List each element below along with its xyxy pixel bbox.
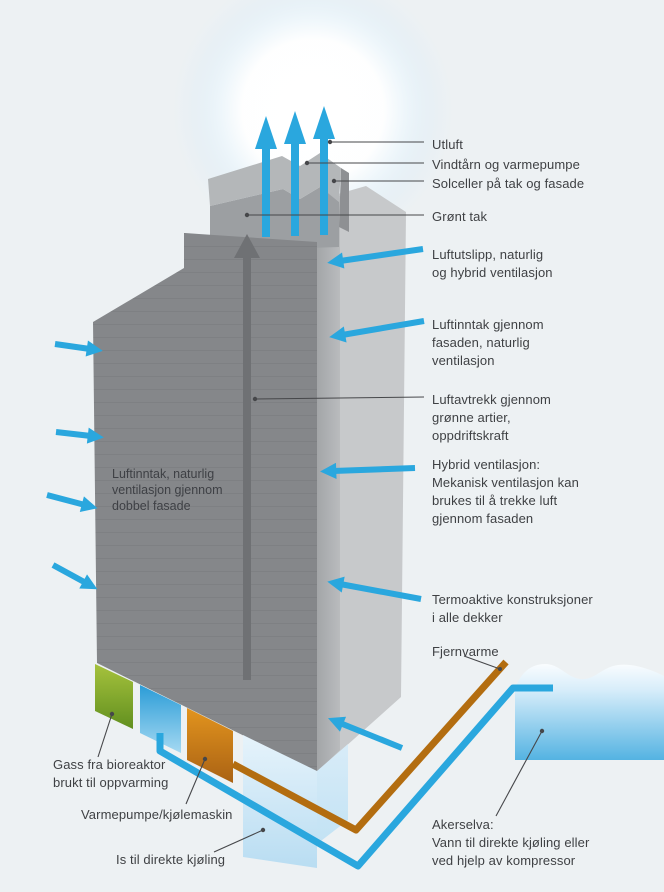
facade-arrow-right-2 [329, 318, 425, 343]
label-luftutslipp: Luftutslipp, naturlig og hybrid ventilas… [432, 247, 553, 280]
heat-pump-panel [187, 708, 233, 783]
label-akerselva: Akerselva: Vann til direkte kjøling elle… [432, 817, 590, 868]
label-utluft: Utluft [432, 137, 463, 152]
label-luftavtrekk: Luftavtrekk gjennom grønne artier, oppdr… [432, 392, 551, 443]
label-varmepumpe: Varmepumpe/kjølemaskin [81, 807, 233, 822]
intake-arrow-left-4 [51, 562, 98, 590]
facade-arrow-right-4 [327, 576, 422, 602]
label-gass-bioreaktor: Gass fra bioreaktor brukt til oppvarming [53, 757, 169, 790]
exhaust-arrow-1 [255, 116, 277, 237]
intake-arrow-left-3 [46, 492, 98, 513]
blue-energy-panel [140, 685, 181, 753]
label-luftinntak-dobbel-fasade: Luftinntak, naturlig ventilasjon gjennom… [112, 467, 223, 513]
district-heating-pipe [231, 659, 509, 834]
label-termoaktive: Termoaktive konstruksjoner i alle dekker [432, 592, 593, 625]
river-water [515, 664, 664, 760]
wind-tower-side [339, 168, 349, 232]
river-water-pipe [156, 684, 553, 870]
updraft-arrow [234, 234, 260, 680]
intake-arrow-left-1 [54, 340, 103, 357]
facade-arrow-right-3 [320, 462, 416, 479]
label-hybrid: Hybrid ventilasjon: Mekanisk ventilasjon… [432, 457, 579, 526]
facade-arrow-right-5 [327, 716, 404, 751]
facade-arrow-right-1 [327, 246, 424, 269]
exhaust-arrow-2 [284, 111, 306, 236]
label-fjernvarme: Fjernvarme [432, 644, 499, 659]
intake-arrow-left-2 [55, 427, 104, 444]
label-vindtarn: Vindtårn og varmepumpe [432, 157, 580, 172]
wind-tower-roof [208, 153, 341, 206]
building-front-face-floors [93, 233, 317, 772]
leader-lines [97, 139, 545, 853]
label-luftinntak-fasade: Luftinntak gjennom fasaden, naturlig ven… [432, 317, 544, 368]
label-solceller: Solceller på tak og fasade [432, 176, 585, 191]
bioreactor-gas-panel [95, 664, 133, 729]
label-gront-tak: Grønt tak [432, 209, 488, 224]
exhaust-arrow-3 [313, 106, 335, 235]
wind-tower-band [210, 187, 339, 251]
label-is-kjoling: Is til direkte kjøling [116, 852, 226, 867]
building-right-face-shading [316, 188, 340, 772]
